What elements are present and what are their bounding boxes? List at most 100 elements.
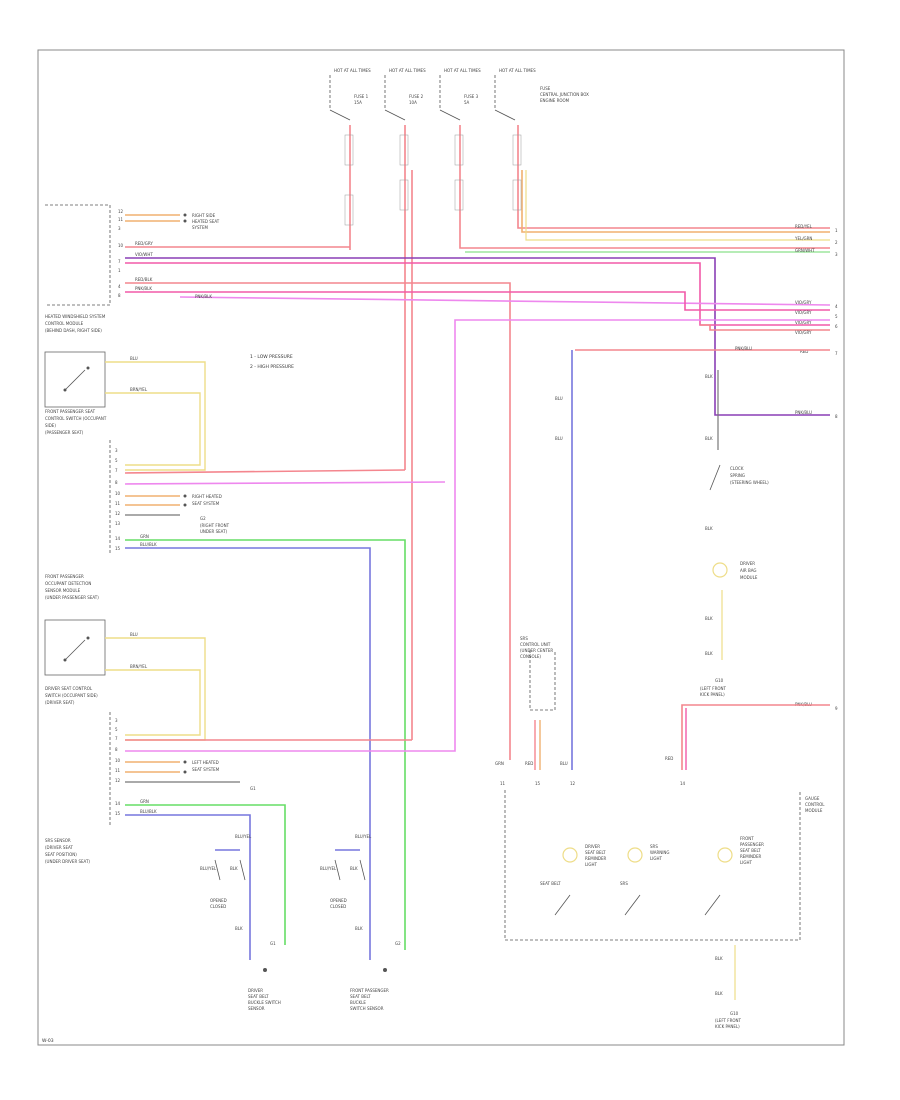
- svg-text:RED: RED: [665, 756, 673, 761]
- svg-text:8: 8: [115, 747, 118, 752]
- svg-text:3: 3: [115, 718, 118, 723]
- svg-text:BUCKLE SWITCH: BUCKLE SWITCH: [248, 1000, 281, 1005]
- svg-text:PNK/BLK: PNK/BLK: [195, 294, 212, 299]
- svg-text:BLU: BLU: [130, 356, 138, 361]
- svg-text:PNK/BLK: PNK/BLK: [135, 286, 152, 291]
- svg-text:SYSTEM: SYSTEM: [192, 225, 208, 230]
- svg-text:WARNING: WARNING: [650, 850, 670, 855]
- svg-text:BLK: BLK: [235, 926, 243, 931]
- svg-text:5: 5: [115, 727, 118, 732]
- svg-text:LIGHT: LIGHT: [585, 862, 598, 867]
- svg-text:PNK/BLU: PNK/BLU: [735, 346, 752, 351]
- svg-text:11: 11: [500, 781, 506, 786]
- svg-text:SEAT BELT: SEAT BELT: [350, 994, 371, 999]
- svg-text:7: 7: [835, 351, 838, 356]
- svg-text:RED/GRY: RED/GRY: [135, 241, 153, 246]
- svg-text:LIGHT: LIGHT: [740, 860, 753, 865]
- legend-item-high-pressure: 2 - HIGH PRESSURE: [250, 364, 294, 370]
- svg-text:BLK: BLK: [705, 436, 713, 441]
- svg-text:DRIVER: DRIVER: [740, 561, 755, 566]
- svg-text:BRN/YEL: BRN/YEL: [130, 387, 148, 392]
- svg-text:DRIVER SEAT CONTROL: DRIVER SEAT CONTROL: [45, 686, 93, 691]
- svg-text:BLK: BLK: [705, 374, 713, 379]
- svg-text:BLU/YEL: BLU/YEL: [200, 866, 217, 871]
- svg-text:CONTROL MODULE: CONTROL MODULE: [45, 321, 84, 326]
- svg-text:YEL/GRN: YEL/GRN: [794, 236, 812, 241]
- svg-text:11: 11: [115, 501, 121, 506]
- fuse-feeds: HOT AT ALL TIMES FUSE 1 15A HOT AT ALL T…: [329, 68, 830, 740]
- svg-text:(UNDER DRIVER SEAT): (UNDER DRIVER SEAT): [45, 859, 90, 864]
- svg-text:BLU: BLU: [555, 436, 563, 441]
- svg-text:BLU/BLK: BLU/BLK: [140, 809, 157, 814]
- svg-text:SWITCH (OCCUPANT SIDE): SWITCH (OCCUPANT SIDE): [45, 693, 98, 698]
- svg-text:BLK: BLK: [350, 866, 358, 871]
- svg-text:RIGHT HEATED: RIGHT HEATED: [192, 494, 222, 499]
- svg-text:6: 6: [835, 324, 838, 329]
- svg-text:SRS: SRS: [520, 636, 528, 641]
- svg-text:BLU/YEL: BLU/YEL: [235, 834, 252, 839]
- svg-text:RED: RED: [800, 349, 808, 354]
- svg-text:G1: G1: [270, 941, 276, 946]
- svg-text:7: 7: [118, 259, 121, 264]
- svg-text:(DRIVER SEAT): (DRIVER SEAT): [45, 700, 75, 705]
- svg-text:14: 14: [115, 536, 121, 541]
- svg-text:SEAT POSITION): SEAT POSITION): [45, 852, 77, 857]
- svg-text:5: 5: [835, 314, 838, 319]
- svg-text:12: 12: [115, 778, 121, 783]
- wire-yellow-fuse-4: [525, 170, 830, 241]
- svg-text:FRONT PASSENGER SEAT: FRONT PASSENGER SEAT: [45, 409, 96, 414]
- svg-text:PASSENGER: PASSENGER: [740, 842, 764, 847]
- svg-text:RED/BLK: RED/BLK: [135, 277, 153, 282]
- svg-text:15: 15: [535, 781, 541, 786]
- svg-text:12: 12: [115, 511, 121, 516]
- svg-text:BLK: BLK: [705, 651, 713, 656]
- svg-text:CENTRAL JUNCTION BOX: CENTRAL JUNCTION BOX: [540, 92, 589, 97]
- svg-text:UNDER SEAT): UNDER SEAT): [200, 529, 228, 534]
- svg-text:1: 1: [835, 228, 838, 233]
- svg-text:SEAT BELT: SEAT BELT: [740, 848, 761, 853]
- svg-text:OPENED: OPENED: [330, 898, 347, 903]
- top-control-module: 12 11 3 10 7 1 4 8 HEATED WINDSHIELD SYS…: [45, 204, 831, 760]
- svg-text:(LEFT FRONT: (LEFT FRONT: [715, 1018, 741, 1023]
- svg-text:SRS: SRS: [650, 844, 658, 849]
- driver-buckle-sensor: BLU/YEL BLU/YEL BLK OPENED CLOSED BLK G1…: [200, 834, 281, 1011]
- svg-text:SEAT BELT: SEAT BELT: [540, 881, 561, 886]
- svg-text:8: 8: [118, 293, 121, 298]
- front-passenger-module-connector: 3 5 7 8 10 11 12 13 14 15 RIGHT HEATED S…: [45, 440, 446, 960]
- svg-text:1: 1: [118, 268, 121, 273]
- svg-text:LEFT HEATED: LEFT HEATED: [192, 760, 219, 765]
- svg-text:13: 13: [115, 521, 121, 526]
- svg-text:G1: G1: [250, 786, 256, 791]
- svg-text:BRN/YEL: BRN/YEL: [130, 664, 148, 669]
- svg-text:SENSOR MODULE: SENSOR MODULE: [45, 588, 81, 593]
- svg-text:G2: G2: [200, 516, 206, 521]
- svg-text:BLK: BLK: [715, 956, 723, 961]
- svg-text:15: 15: [115, 546, 121, 551]
- svg-text:7: 7: [115, 736, 118, 741]
- svg-text:LIGHT: LIGHT: [650, 856, 663, 861]
- svg-text:HOT AT ALL TIMES: HOT AT ALL TIMES: [499, 68, 536, 73]
- svg-text:ENGINE ROOM: ENGINE ROOM: [540, 98, 570, 103]
- svg-text:9: 9: [835, 706, 838, 711]
- svg-text:(BEHIND DASH, RIGHT SIDE): (BEHIND DASH, RIGHT SIDE): [45, 328, 102, 333]
- svg-text:10A: 10A: [409, 100, 417, 105]
- svg-text:FUSE: FUSE: [540, 86, 551, 91]
- svg-text:(RIGHT FRONT: (RIGHT FRONT: [200, 523, 230, 528]
- svg-text:(UNDER PASSENGER SEAT): (UNDER PASSENGER SEAT): [45, 595, 99, 600]
- svg-text:CONSOLE): CONSOLE): [520, 654, 541, 659]
- svg-text:10: 10: [118, 243, 124, 248]
- svg-text:3: 3: [835, 252, 838, 257]
- svg-text:PNK/BLU: PNK/BLU: [795, 410, 812, 415]
- svg-text:BLK: BLK: [355, 926, 363, 931]
- wire-red-module-2: [125, 282, 511, 760]
- right-edge-connectors: RED/YEL YEL/GRN GRN/WHT VIO/GRY VIO/GRY …: [794, 224, 838, 711]
- wire-orange-fuse-4: [521, 170, 830, 233]
- svg-text:(LEFT FRONT: (LEFT FRONT: [700, 686, 726, 691]
- svg-text:FUSE 2: FUSE 2: [409, 94, 424, 99]
- svg-text:BLK: BLK: [230, 866, 238, 871]
- svg-text:REMINDER: REMINDER: [740, 854, 762, 859]
- svg-text:FUSE 1: FUSE 1: [354, 94, 369, 99]
- wire-red-fuse-4: [517, 125, 830, 229]
- svg-text:7: 7: [115, 468, 118, 473]
